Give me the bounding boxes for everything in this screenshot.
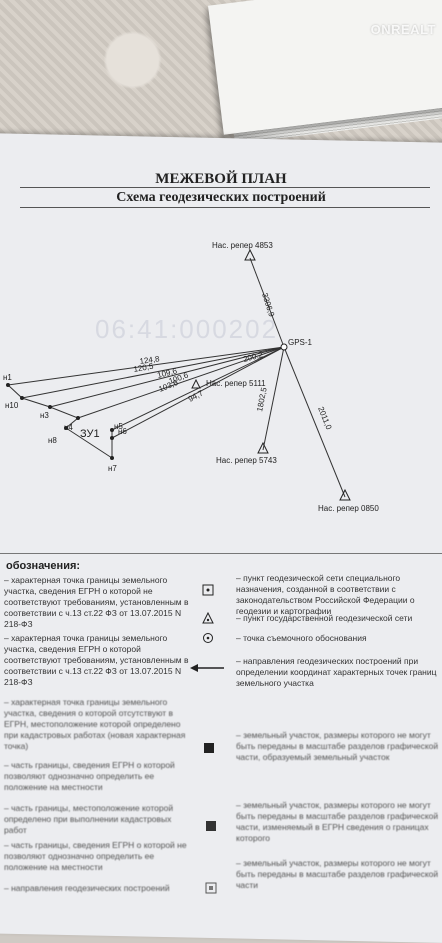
- legend-right-5: – земельный участок, размеры которого не…: [236, 730, 439, 762]
- label-plot: ЗУ1: [80, 428, 100, 440]
- state-network-icon: [202, 612, 214, 624]
- parcel-changed-icon: [206, 821, 216, 831]
- line-gps-0850: [283, 346, 346, 498]
- point-n7: [110, 456, 114, 460]
- label-n7: н7: [108, 464, 117, 473]
- label-benchmark-4853: Нас. репер 4853: [212, 241, 273, 250]
- point-n8: [64, 426, 68, 430]
- label-n10: н10: [5, 401, 19, 410]
- benchmark-0850-icon: [339, 488, 351, 501]
- label-n5: н5: [114, 422, 123, 431]
- faint-cadastral-number: 06:41:000202: [95, 314, 279, 344]
- legend-right-1: – пункт геодезической сети специального …: [236, 573, 415, 616]
- label-dist-5: 120,5: [133, 362, 155, 374]
- label-n4: н4: [64, 423, 73, 432]
- survey-point-icon: [203, 633, 213, 643]
- document-subtitle: Схема геодезических построений: [116, 190, 326, 205]
- label-dist-4: 124,8: [139, 354, 161, 366]
- legend-right-7: – земельный участок, размеры которого не…: [236, 858, 439, 890]
- line-gps-n4: [77, 346, 285, 419]
- title-rule: [20, 187, 430, 188]
- benchmark-4853-icon: [244, 248, 256, 261]
- label-n6: н6: [118, 427, 127, 436]
- legend-left-5: – часть границы, местоположение которой …: [4, 803, 174, 835]
- watermark: ONREALT: [370, 22, 436, 37]
- label-dist-2: 1802,5: [255, 386, 269, 412]
- benchmark-5743-icon: [257, 441, 269, 454]
- line-gps-4853: [249, 257, 285, 348]
- label-benchmark-5743: Нас. репер 5743: [216, 456, 277, 465]
- benchmark-5111-icon: [191, 378, 201, 389]
- parcel-boundary: [7, 384, 113, 459]
- legend-left-3: – характерная точка границы земельного у…: [4, 697, 186, 751]
- label-dist-8: 103,6: [157, 378, 179, 394]
- legend-rule: [0, 553, 442, 554]
- legend-right-6: – земельный участок, размеры которого не…: [236, 800, 439, 843]
- line-gps-n6: [111, 346, 285, 439]
- label-benchmark-0850: Нас. репер 0850: [318, 504, 379, 513]
- direction-arrow-icon: [190, 664, 224, 672]
- line-gps-n1: [7, 346, 285, 386]
- parcel-other-icon: [205, 882, 217, 894]
- line-gps-5743: [262, 346, 285, 451]
- legend-right-4: – направления геодезических построений п…: [236, 656, 437, 688]
- label-n8: н8: [48, 436, 57, 445]
- line-gps-n10: [21, 346, 285, 399]
- legend-title: обозначения:: [6, 560, 81, 572]
- legend-left-4: – часть границы, сведения ЕГРН о которой…: [4, 760, 175, 792]
- station-marker: [280, 343, 288, 351]
- subtitle-rule: [20, 207, 430, 208]
- label-dist-1: 3306,9: [260, 292, 276, 319]
- legend-left-6: – часть границы, сведения ЕГРН о которой…: [4, 840, 187, 872]
- geodetic-network-icon: [202, 584, 214, 596]
- parcel-new-icon: [204, 743, 214, 753]
- point-n3: [48, 405, 52, 409]
- legend-left-1: – характерная точка границы земельного у…: [4, 575, 189, 629]
- label-benchmark-5111: Нас. репер 5111: [206, 379, 266, 388]
- point-n6: [110, 436, 114, 440]
- label-station: GPS-1: [288, 338, 313, 347]
- label-dist-3: 2011,0: [316, 405, 333, 431]
- legend-left-7: – направления геодезических построений: [4, 883, 170, 893]
- legend-left-2: – характерная точка границы земельного у…: [4, 633, 189, 687]
- point-n5: [110, 428, 114, 432]
- point-n1: [6, 383, 10, 387]
- label-n3: н3: [40, 411, 49, 420]
- label-n1: н1: [3, 373, 12, 382]
- legend-right-2: – пункт государственной геодезической се…: [236, 613, 413, 623]
- legend-right-3: – точка съемочного обоснования: [236, 633, 367, 643]
- point-n4: [76, 416, 80, 420]
- point-n10: [20, 396, 24, 400]
- line-gps-n3: [49, 346, 285, 408]
- geodetic-scheme: Нас. репер 4853 Нас. репер 5743 Нас. реп…: [3, 241, 379, 513]
- document-title: МЕЖЕВОЙ ПЛАН: [155, 171, 287, 187]
